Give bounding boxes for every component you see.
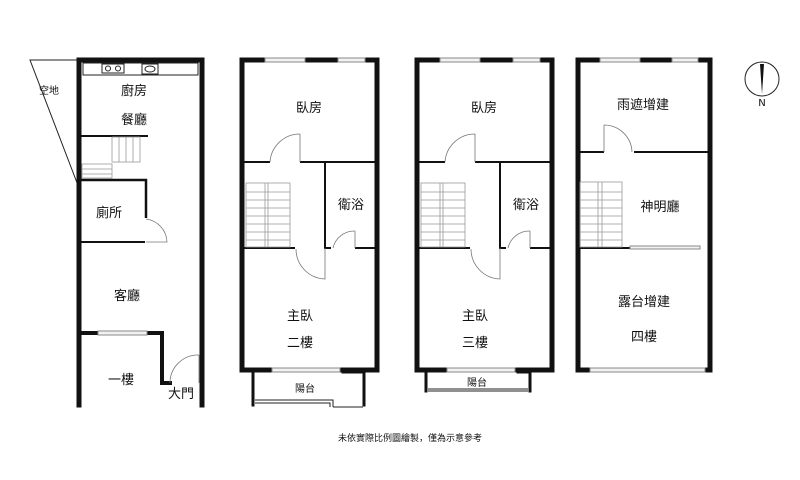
toilet-door[interactable] — [145, 218, 168, 243]
label-bedroom: 臥房 — [471, 100, 497, 116]
label-open-space: 空地 — [39, 84, 59, 97]
stairs — [579, 181, 623, 248]
label-shrine: 神明廳 — [640, 199, 679, 215]
floor-2-plan: 臥房 衛浴 主臥 二樓 陽台 — [239, 57, 380, 408]
label-balcony: 陽台 — [467, 376, 487, 389]
bedroom-door[interactable] — [444, 133, 476, 163]
label-rain-shelter: 雨遮增建 — [617, 97, 669, 113]
floor-4-plan: 雨遮增建 神明廳 露台增建 四樓 — [575, 57, 713, 373]
open-space-area — [29, 59, 80, 189]
bath-door[interactable] — [332, 230, 356, 249]
stairs — [81, 136, 141, 179]
main-door[interactable] — [169, 354, 200, 384]
label-kitchen: 廚房 — [121, 83, 147, 99]
label-balcony: 陽台 — [295, 382, 315, 395]
label-bedroom: 臥房 — [296, 100, 322, 116]
label-main-door: 大門 — [168, 387, 194, 402]
label-floor-4: 四樓 — [631, 330, 657, 345]
label-floor-1: 一樓 — [108, 373, 134, 388]
label-dining: 餐廳 — [121, 112, 147, 128]
bath-door[interactable] — [507, 230, 531, 249]
stairs — [245, 182, 291, 248]
master-door[interactable] — [470, 248, 501, 280]
label-floor-3: 三樓 — [462, 336, 488, 351]
stove-icon — [101, 63, 125, 74]
floor-3-plan: 臥房 衛浴 主臥 三樓 陽台 — [414, 57, 555, 393]
label-master: 主臥 — [462, 309, 488, 324]
label-bath: 衛浴 — [513, 198, 539, 213]
label-terrace: 露台增建 — [618, 295, 670, 310]
floor-1-plan: 空地 廚房 餐廳 廁所 客廳 一樓 大門 — [29, 57, 205, 408]
rain-shelter-door[interactable] — [603, 124, 633, 153]
compass-label: N — [758, 98, 765, 109]
bedroom-door[interactable] — [269, 133, 301, 163]
label-bath: 衛浴 — [338, 198, 364, 213]
disclaimer-note: 未依實際比例圖繪製，僅為示意參考 — [338, 432, 482, 444]
sink-icon — [141, 63, 159, 75]
kitchen-counter — [82, 62, 199, 76]
label-living: 客廳 — [114, 288, 140, 304]
master-door[interactable] — [295, 248, 326, 280]
window — [97, 330, 148, 336]
label-toilet: 廁所 — [96, 205, 122, 221]
label-master: 主臥 — [287, 309, 313, 324]
label-floor-2: 二樓 — [287, 336, 313, 351]
compass-icon: N — [744, 61, 780, 109]
stairs — [420, 182, 466, 248]
